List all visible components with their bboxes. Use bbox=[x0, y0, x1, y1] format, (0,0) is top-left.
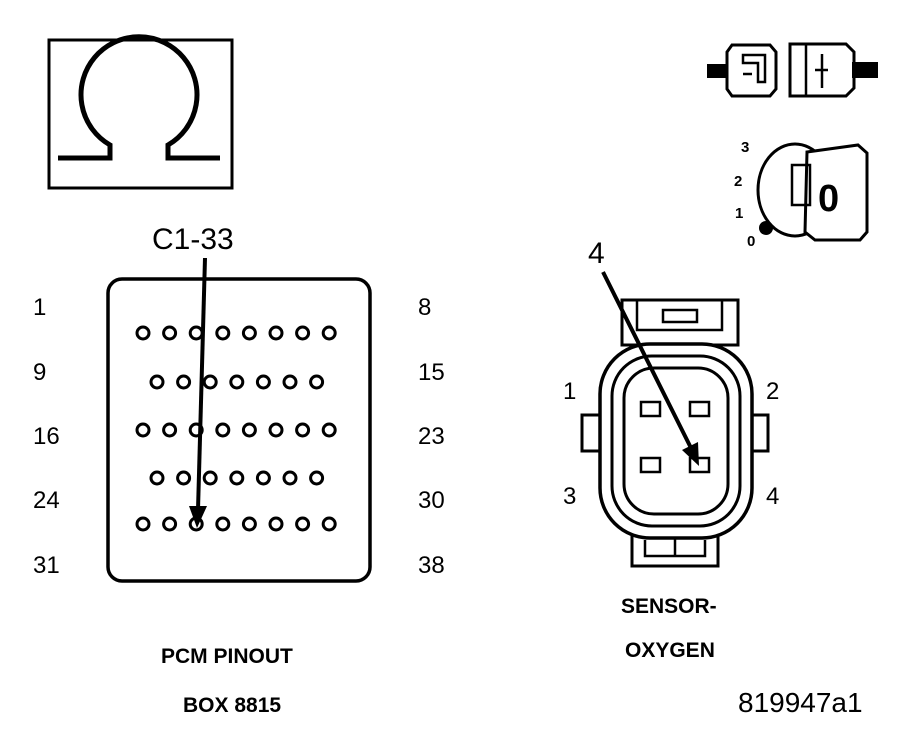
sensor-caption-oxygen: OXYGEN bbox=[625, 639, 715, 662]
pcm-pin bbox=[241, 325, 257, 341]
pcm-pin bbox=[309, 470, 325, 486]
pcm-row-label: 1 bbox=[33, 294, 46, 321]
pcm-pin bbox=[215, 422, 231, 438]
sensor-terminal-label: 2 bbox=[766, 378, 779, 405]
pcm-pin bbox=[135, 516, 151, 532]
pcm-pin-callout: C1-33 bbox=[152, 223, 234, 256]
pcm-pin bbox=[135, 325, 151, 341]
pcm-row-label: 30 bbox=[418, 487, 445, 514]
pcm-pin bbox=[268, 422, 284, 438]
pcm-row-label: 23 bbox=[418, 423, 445, 450]
pcm-row-labels-left: 1 9 16 24 31 bbox=[33, 294, 60, 579]
pcm-caption-box: BOX 8815 bbox=[183, 694, 281, 717]
pcm-pin bbox=[188, 325, 204, 341]
pcm-row-labels-right: 8 15 23 30 38 bbox=[418, 294, 445, 579]
sensor-terminal bbox=[688, 400, 711, 418]
sensor-callout-arrow bbox=[601, 271, 699, 466]
pcm-callout-arrow bbox=[189, 257, 207, 528]
pcm-row-label: 16 bbox=[33, 423, 60, 450]
oxygen-sensor-connector bbox=[580, 298, 770, 568]
pcm-pin bbox=[149, 374, 165, 390]
pcm-pin bbox=[229, 470, 245, 486]
pcm-pin bbox=[268, 516, 284, 532]
ohm-meter-icon bbox=[47, 34, 234, 190]
sensor-terminal-label: 3 bbox=[563, 483, 576, 510]
pcm-pin bbox=[295, 422, 311, 438]
pcm-pin bbox=[255, 374, 271, 390]
ignition-position-1: 1 bbox=[735, 205, 743, 222]
ignition-position-0: 0 bbox=[747, 233, 755, 250]
pcm-pin bbox=[149, 470, 165, 486]
ignition-position-2: 2 bbox=[734, 173, 742, 190]
pcm-pin bbox=[282, 470, 298, 486]
sensor-terminal bbox=[639, 456, 662, 474]
pcm-pin bbox=[295, 516, 311, 532]
ignition-key-label: 0 bbox=[818, 178, 839, 220]
pcm-caption: PCM PINOUT bbox=[161, 645, 293, 668]
pcm-connector bbox=[106, 277, 372, 583]
pcm-pin bbox=[241, 422, 257, 438]
sensor-pin-callout: 4 bbox=[588, 237, 605, 270]
sensor-terminal-label: 1 bbox=[563, 378, 576, 405]
ignition-key-off-icon: 0 3 2 1 0 bbox=[734, 139, 869, 250]
pcm-pin bbox=[135, 422, 151, 438]
pcm-pin bbox=[268, 325, 284, 341]
sensor-terminal-label: 4 bbox=[766, 483, 779, 510]
pcm-pin bbox=[162, 516, 178, 532]
disconnect-connector-icon bbox=[707, 42, 878, 98]
figure-id: 819947a1 bbox=[738, 687, 863, 718]
pcm-pin-grid bbox=[135, 325, 337, 532]
pcm-pin bbox=[229, 374, 245, 390]
sensor-caption: SENSOR- bbox=[621, 595, 717, 618]
pcm-row-label: 15 bbox=[418, 359, 445, 386]
pcm-row-label: 38 bbox=[418, 552, 445, 579]
pcm-pin bbox=[321, 325, 337, 341]
pcm-pin bbox=[309, 374, 325, 390]
pcm-pin bbox=[202, 470, 218, 486]
pcm-pin bbox=[255, 470, 271, 486]
pcm-pin bbox=[162, 325, 178, 341]
ignition-position-3: 3 bbox=[741, 139, 749, 156]
pcm-pin bbox=[162, 422, 178, 438]
pcm-pin bbox=[241, 516, 257, 532]
pcm-row-label: 24 bbox=[33, 487, 60, 514]
pcm-row-label: 9 bbox=[33, 359, 46, 386]
pcm-pin bbox=[202, 374, 218, 390]
pcm-row-label: 8 bbox=[418, 294, 431, 321]
pcm-pin bbox=[282, 374, 298, 390]
pcm-pin bbox=[295, 325, 311, 341]
pcm-pin bbox=[215, 516, 231, 532]
pcm-pin bbox=[176, 470, 192, 486]
pcm-pin bbox=[321, 516, 337, 532]
pcm-row-label: 31 bbox=[33, 552, 60, 579]
sensor-terminal bbox=[639, 400, 662, 418]
pcm-pin bbox=[176, 374, 192, 390]
pcm-pin bbox=[321, 422, 337, 438]
pcm-pin bbox=[215, 325, 231, 341]
